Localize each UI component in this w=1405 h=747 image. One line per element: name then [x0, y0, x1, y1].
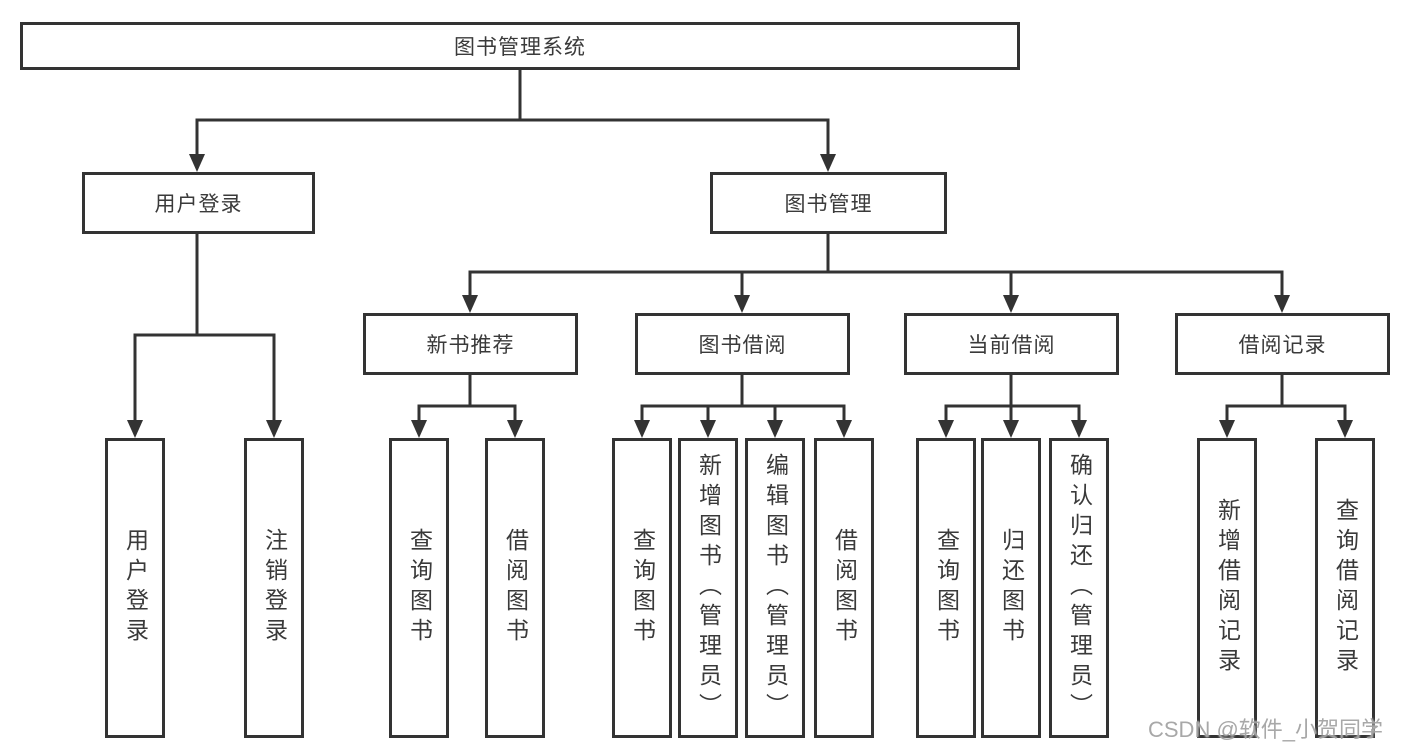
leaf-current-query-books: 查询图书	[916, 438, 976, 738]
arrow-down-icon	[634, 420, 650, 438]
leaf-current-confirm-return-admin: 确认归还（管理员）	[1049, 438, 1109, 738]
arrow-down-icon	[700, 420, 716, 438]
arrow-down-icon	[1003, 295, 1019, 313]
node-borrow-records: 借阅记录	[1175, 313, 1390, 375]
node-book-management: 图书管理	[710, 172, 947, 234]
leaf-user-login: 用户登录	[105, 438, 165, 738]
arrow-down-icon	[1071, 420, 1087, 438]
node-book-management-label: 图书管理	[784, 193, 873, 216]
leaf-current-query-books-label: 查询图书	[933, 528, 960, 648]
watermark: CSDN @软件_小贺同学	[1148, 717, 1384, 742]
node-current-borrow-label: 当前借阅	[967, 334, 1056, 357]
node-book-borrow: 图书借阅	[635, 313, 850, 375]
leaf-user-login-label: 用户登录	[122, 528, 149, 648]
arrow-down-icon	[189, 154, 205, 172]
arrow-down-icon	[1003, 420, 1019, 438]
arrow-down-icon	[411, 420, 427, 438]
leaf-borrow-edit-books-admin-label: 编辑图书（管理员）	[762, 453, 789, 723]
arrow-down-icon	[938, 420, 954, 438]
leaf-recommend-query-books-label: 查询图书	[406, 528, 433, 648]
leaf-current-return-books-label: 归还图书	[998, 528, 1025, 648]
node-new-book-recommend-label: 新书推荐	[426, 334, 515, 357]
leaf-current-return-books: 归还图书	[981, 438, 1041, 738]
leaf-logout: 注销登录	[244, 438, 304, 738]
leaf-recommend-borrow-books-label: 借阅图书	[502, 528, 529, 648]
arrow-down-icon	[1219, 420, 1235, 438]
leaf-records-query-record-label: 查询借阅记录	[1332, 498, 1359, 678]
leaf-recommend-borrow-books: 借阅图书	[485, 438, 545, 738]
leaf-borrow-add-books-admin: 新增图书（管理员）	[678, 438, 738, 738]
leaf-borrow-borrow-books: 借阅图书	[814, 438, 874, 738]
arrow-down-icon	[1274, 295, 1290, 313]
leaf-borrow-borrow-books-label: 借阅图书	[831, 528, 858, 648]
leaf-borrow-query-books: 查询图书	[612, 438, 672, 738]
leaf-records-query-record: 查询借阅记录	[1315, 438, 1375, 738]
leaf-borrow-edit-books-admin: 编辑图书（管理员）	[745, 438, 805, 738]
node-book-borrow-label: 图书借阅	[698, 334, 787, 357]
node-root: 图书管理系统	[20, 22, 1020, 70]
node-user-login: 用户登录	[82, 172, 315, 234]
arrow-down-icon	[266, 420, 282, 438]
leaf-recommend-query-books: 查询图书	[389, 438, 449, 738]
arrow-down-icon	[127, 420, 143, 438]
node-new-book-recommend: 新书推荐	[363, 313, 578, 375]
leaf-borrow-query-books-label: 查询图书	[629, 528, 656, 648]
arrow-down-icon	[767, 420, 783, 438]
arrow-down-icon	[836, 420, 852, 438]
leaf-records-add-record: 新增借阅记录	[1197, 438, 1257, 738]
leaf-logout-label: 注销登录	[261, 528, 288, 648]
node-current-borrow: 当前借阅	[904, 313, 1119, 375]
arrow-down-icon	[462, 295, 478, 313]
leaf-borrow-add-books-admin-label: 新增图书（管理员）	[695, 453, 722, 723]
node-user-login-label: 用户登录	[154, 193, 243, 216]
arrow-down-icon	[820, 154, 836, 172]
node-root-label: 图书管理系统	[454, 36, 586, 59]
arrow-down-icon	[507, 420, 523, 438]
arrow-down-icon	[734, 295, 750, 313]
leaf-current-confirm-return-admin-label: 确认归还（管理员）	[1066, 453, 1093, 723]
arrow-down-icon	[1337, 420, 1353, 438]
leaf-records-add-record-label: 新增借阅记录	[1214, 498, 1241, 678]
node-borrow-records-label: 借阅记录	[1238, 334, 1327, 357]
